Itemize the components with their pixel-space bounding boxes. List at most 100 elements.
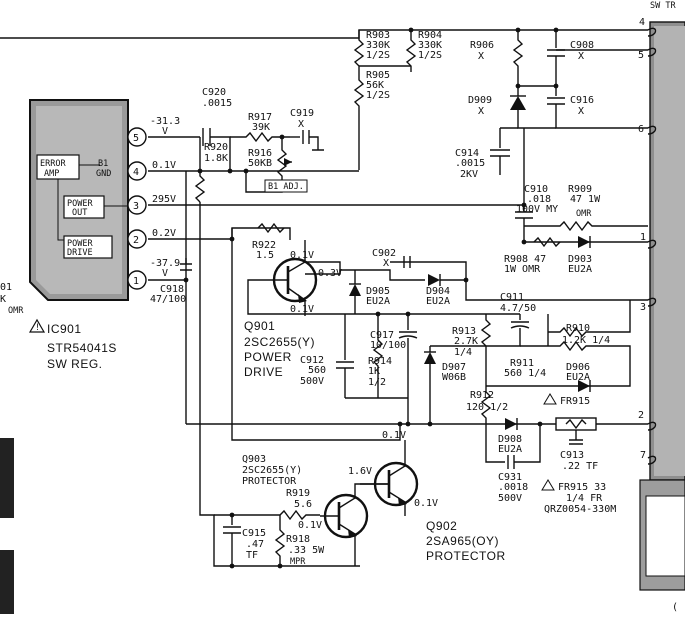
c918-plates bbox=[180, 258, 192, 271]
power-drive-label-2: DRIVE bbox=[67, 248, 93, 258]
voltage-pin1-unit: V bbox=[162, 268, 168, 279]
c914-ref: C914 bbox=[455, 148, 479, 159]
r906-body bbox=[512, 30, 524, 96]
ic901-desc: SW REG. bbox=[47, 357, 103, 371]
r913-value: 2.7K bbox=[454, 336, 478, 347]
fr915-part: QRZ0054-330M bbox=[544, 504, 616, 515]
r918-body bbox=[274, 515, 286, 566]
r904-rating: 1/2S bbox=[418, 50, 442, 61]
r903-body bbox=[353, 30, 365, 72]
c918-value: 47/100 bbox=[150, 294, 186, 305]
d905-type: EU2A bbox=[366, 296, 390, 307]
connector-block bbox=[639, 21, 685, 591]
c912-ref: C912 bbox=[300, 355, 324, 366]
warning-icon-fr915-2 bbox=[541, 479, 555, 491]
q901-desc-1: POWER bbox=[244, 350, 292, 364]
c910-rating: 100V MY bbox=[516, 204, 558, 215]
q903-desc: PROTECTOR bbox=[242, 476, 297, 487]
edge-label-bot: OMR bbox=[8, 306, 24, 316]
r909-body bbox=[524, 220, 648, 232]
fr915-top-label: FR915 bbox=[560, 396, 590, 407]
r917-ref: R917 bbox=[248, 112, 272, 123]
c908-value: X bbox=[578, 51, 584, 62]
r905-ref: R905 bbox=[366, 70, 390, 81]
edge-strip-bottom bbox=[0, 550, 14, 614]
voltage-pin5: -31.3 bbox=[150, 116, 180, 127]
r906-ref: R906 bbox=[470, 40, 494, 51]
r917-value: 39K bbox=[252, 122, 270, 133]
r910-ref: R910 bbox=[566, 323, 590, 334]
ic-pin-2: 2 bbox=[133, 235, 139, 246]
power-out-block bbox=[63, 195, 105, 219]
connector-pin-1: 1 bbox=[640, 232, 646, 243]
r916-value: 50KB bbox=[248, 158, 272, 169]
voltage-q901-collector: 0.3V bbox=[318, 268, 342, 279]
d906-body bbox=[578, 380, 590, 392]
c919-ref: C919 bbox=[290, 108, 314, 119]
connector-pin-4: 4 bbox=[639, 17, 645, 28]
warning-icon-fr915 bbox=[543, 393, 557, 405]
connector-pin-2: 2 bbox=[638, 410, 644, 421]
b1-gnd-label-2: GND bbox=[96, 169, 111, 179]
d903-body bbox=[578, 236, 590, 248]
ic-pin-4: 4 bbox=[133, 167, 139, 178]
r908-rating: 1W OMR bbox=[504, 264, 541, 275]
c912-plates bbox=[336, 361, 354, 369]
r916-ref: R916 bbox=[248, 148, 272, 159]
d908-ref: D908 bbox=[498, 434, 522, 445]
d909-body bbox=[510, 96, 526, 110]
q903-part: 2SC2655(Y) bbox=[242, 465, 302, 476]
c919-ground bbox=[309, 136, 324, 151]
r906-value: X bbox=[478, 51, 484, 62]
r912-ref: R912 bbox=[470, 390, 494, 401]
connector-pin-5: 5 bbox=[638, 50, 644, 61]
c931-ref: C931 bbox=[498, 472, 522, 483]
d909-ref: D909 bbox=[468, 95, 492, 106]
r909-value: 47 1W bbox=[570, 194, 601, 205]
voltage-q902-base: 0.1V bbox=[414, 498, 438, 509]
d908-body bbox=[505, 418, 517, 430]
r903-rating: 1/2S bbox=[366, 50, 390, 61]
r905-value: 56K bbox=[366, 80, 384, 91]
wire-pin3 bbox=[465, 280, 648, 301]
c916-plates bbox=[547, 97, 565, 105]
d907-ref: D907 bbox=[442, 362, 466, 373]
r908-ref: R908 47 bbox=[504, 254, 546, 265]
ic901-ref: IC901 bbox=[47, 322, 82, 336]
c915-value: .47 bbox=[246, 539, 264, 550]
r905-rating: 1/2S bbox=[366, 90, 390, 101]
voltage-q903-collector: 1.6V bbox=[348, 466, 372, 477]
c911-ref: C911 bbox=[500, 292, 524, 303]
r913-body bbox=[480, 314, 492, 360]
r912-body bbox=[480, 386, 492, 424]
error-amp-label-2: AMP bbox=[44, 169, 59, 179]
r913-ref: R913 bbox=[452, 326, 476, 337]
c916-ref: C916 bbox=[570, 95, 594, 106]
r909-ref: R909 bbox=[568, 184, 592, 195]
r922-ref: R922 bbox=[252, 240, 276, 251]
b1-adj-box bbox=[264, 179, 308, 193]
c910-ref: C910 bbox=[524, 184, 548, 195]
r918-type: MPR bbox=[290, 557, 306, 567]
r919-value: 5.6 bbox=[294, 499, 312, 510]
c916-value: X bbox=[578, 106, 584, 117]
warning-icon-mark: ! bbox=[35, 323, 40, 333]
r920-body bbox=[194, 171, 206, 203]
c914-rating: 2KV bbox=[460, 169, 478, 180]
d908-type: EU2A bbox=[498, 444, 522, 455]
c919-value: X bbox=[298, 119, 304, 130]
voltage-pin2: 0.2V bbox=[152, 228, 176, 239]
fr915-ref: FR915 33 bbox=[558, 482, 606, 493]
d904-body bbox=[428, 274, 440, 286]
q902-desc: PROTECTOR bbox=[426, 549, 506, 563]
edge-label-mid: K bbox=[0, 294, 6, 305]
d907-body bbox=[424, 352, 436, 364]
r916-body bbox=[276, 137, 288, 182]
r904-ref: R904 bbox=[418, 30, 442, 41]
wire-c908-bottom bbox=[518, 56, 557, 87]
voltage-bus: 0.1V bbox=[382, 430, 406, 441]
r909-type: OMR bbox=[576, 209, 592, 219]
power-out-label-2: OUT bbox=[72, 208, 87, 218]
power-drive-block bbox=[63, 235, 113, 259]
